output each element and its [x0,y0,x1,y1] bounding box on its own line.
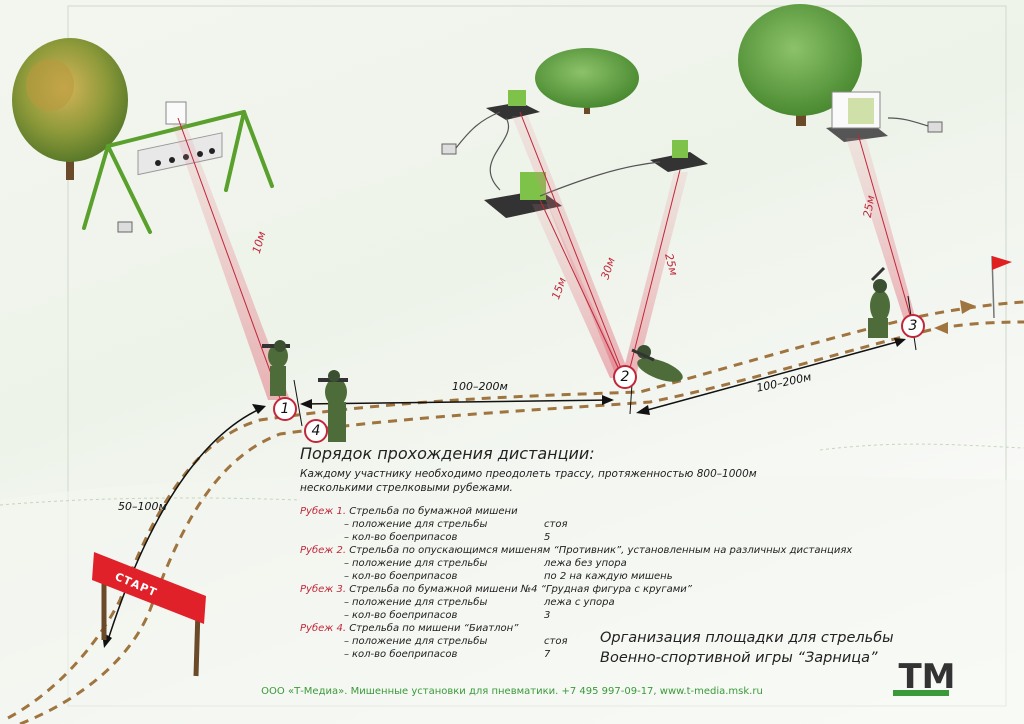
distance-arrows [107,339,905,641]
stage-2-param-2-value: по 2 на каждую мишень [544,571,673,582]
org-title-line-1: Организация площадки для стрельбы [600,630,894,646]
shooter-standing-1-icon [262,340,290,396]
course-path [7,300,1024,720]
stage-marker-3: 3 [901,314,925,338]
stage-4-name: Стрельба по мишени “Биатлон” [349,623,519,634]
ground-shade [0,474,1024,724]
arrowheads [102,338,906,648]
stage-3-param-2-value: 3 [544,610,551,621]
beam-1 [172,124,290,400]
stage-3-param-1-value: лежа с упора [544,597,615,608]
battery-3-icon [927,121,943,133]
instructions: Порядок прохождения дистанции: Каждому у… [300,444,1000,661]
start-gate-icon [92,552,206,677]
shooter-prone-2-icon [631,345,683,382]
tree-right-icon [738,4,862,126]
cable-2 [455,111,661,197]
beam-2c [622,172,688,376]
stage-4: Рубеж 4. Стрельба по мишени “Биатлон” –п… [300,623,568,660]
stage-3-name: Стрельба по бумажной мишени №4 “Грудная … [349,584,692,595]
stage-1-param-2-value: 5 [544,532,551,543]
battery-1-icon [117,221,133,233]
stage-3-param-2-key: кол-во боеприпасов [352,610,458,621]
org-title-line-2: Военно-спортивной игры “Зарница” [600,650,878,666]
drop-target-c-icon [650,140,708,172]
drop-target-a-icon [486,90,540,120]
shooter-standing-4-icon [318,370,348,442]
paper-target-1 [165,101,187,125]
beam-2b [512,116,630,376]
stage-marker-1: 1 [273,397,297,421]
segment-label-1-2: 100–200м [452,380,508,393]
stage-2-param-1-key: положение для стрельбы [352,558,488,569]
stage-1-param-1-value: стоя [544,519,568,530]
stage-2: Рубеж 2. Стрельба по опускающимся мишеня… [300,545,853,582]
path-arrow-right [960,300,976,314]
cable-3 [887,117,929,127]
stage-4-param-1-value: стоя [544,636,568,647]
stage-1-name: Стрельба по бумажной мишени [349,506,518,517]
intro-line-2: несколькими стрелковыми рубежами. [300,482,513,494]
chest-target-icon [826,91,888,142]
stage-marker-4: 4 [304,419,328,443]
tree-left-icon [12,38,128,180]
org-title: Организация площадки для стрельбы Военно… [600,628,894,668]
stage-2-label: Рубеж 2. [300,545,346,556]
instructions-intro: Каждому участнику необходимо преодолеть … [300,467,1000,495]
stage-1-param-2-key: кол-во боеприпасов [352,532,458,543]
battery-2-icon [441,143,457,155]
intro-line-1: Каждому участнику необходимо преодолеть … [300,468,757,480]
aim-lines [177,111,913,405]
shooter-kneel-3-icon [868,266,890,338]
stage-1-param-1-key: положение для стрельбы [352,519,488,530]
tree-center-icon [535,48,639,114]
instructions-heading: Порядок прохождения дистанции: [300,444,595,463]
stage-3-param-1-key: положение для стрельбы [352,597,488,608]
logo-text: ТМ [898,657,955,697]
stage-4-label: Рубеж 4. [300,623,346,634]
stage-2-name: Стрельба по опускающимся мишеням “Против… [349,545,853,556]
stage-3-label: Рубеж 3. [300,584,346,595]
stage-4-param-2-key: кол-во боеприпасов [352,649,458,660]
stage-2-param-2-key: кол-во боеприпасов [352,571,458,582]
footer-contacts: ООО «Т-Медиа». Мишенные установки для пн… [261,686,763,697]
stage-1: Рубеж 1. Стрельба по бумажной мишени –по… [300,506,568,543]
finish-flag-icon [991,255,1012,319]
stage-2-param-1-value: лежа без упора [544,558,627,569]
stage-3: Рубеж 3. Стрельба по бумажной мишени №4 … [300,584,692,621]
stage-4-param-2-value: 7 [544,649,551,660]
stage-1-label: Рубеж 1. [300,506,346,517]
stage-marker-2: 2 [613,365,637,389]
segment-label-start: 50–100м [118,500,167,513]
tm-logo-icon: ТМ [893,657,956,697]
path-arrow-left [934,322,948,334]
stage-4-param-1-key: положение для стрельбы [352,636,488,647]
grass-line-2 [819,443,1024,451]
course-path-return [19,320,1024,724]
